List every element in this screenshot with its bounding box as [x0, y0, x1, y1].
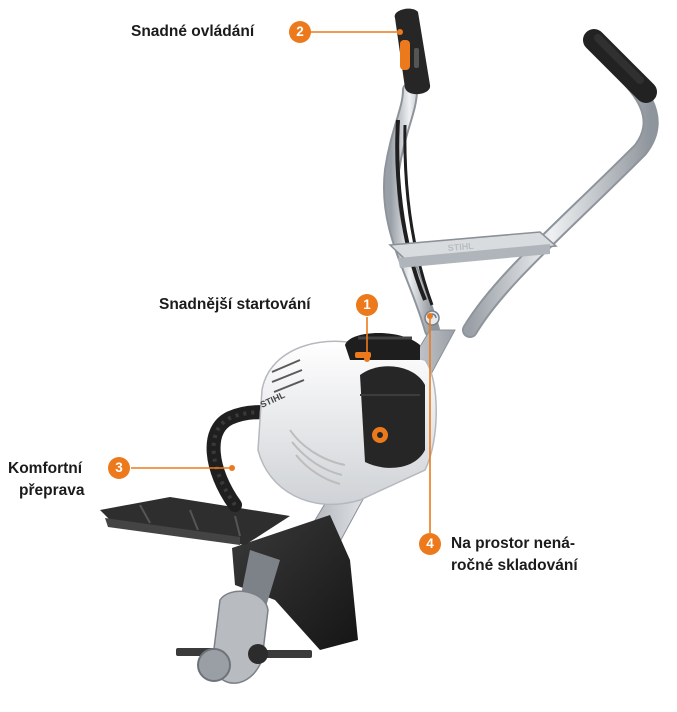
callout-1-label: Snadnější startování: [159, 296, 311, 313]
callout-4-label-line-1: Na prostor nená-: [451, 535, 576, 552]
callout-leaders: [131, 31, 431, 533]
callout-3-label-line-1: Komfortní: [8, 460, 83, 477]
callout-1-badge: 1: [356, 294, 378, 316]
crossbar-brand-icon: STIHL: [447, 241, 474, 253]
gear-head: [176, 550, 312, 684]
right-handlebar: [462, 29, 659, 338]
tiller-guard: [100, 497, 358, 650]
callout-2-label: Snadné ovládání: [131, 23, 255, 40]
engine-housing: STIHL: [257, 332, 437, 506]
callout-endpoints: [229, 29, 433, 471]
callout-4-label-line-2: ročné skladování: [451, 557, 578, 574]
callout-4-badge: 4: [419, 533, 441, 555]
callout-3-badge: 3: [108, 457, 130, 479]
crossbar: STIHL: [388, 231, 558, 268]
callout-3-label-line-2: přeprava: [19, 482, 85, 499]
control-grip: [394, 8, 431, 95]
callout-2-badge: 2: [289, 21, 311, 43]
left-handlebar: [383, 82, 440, 338]
